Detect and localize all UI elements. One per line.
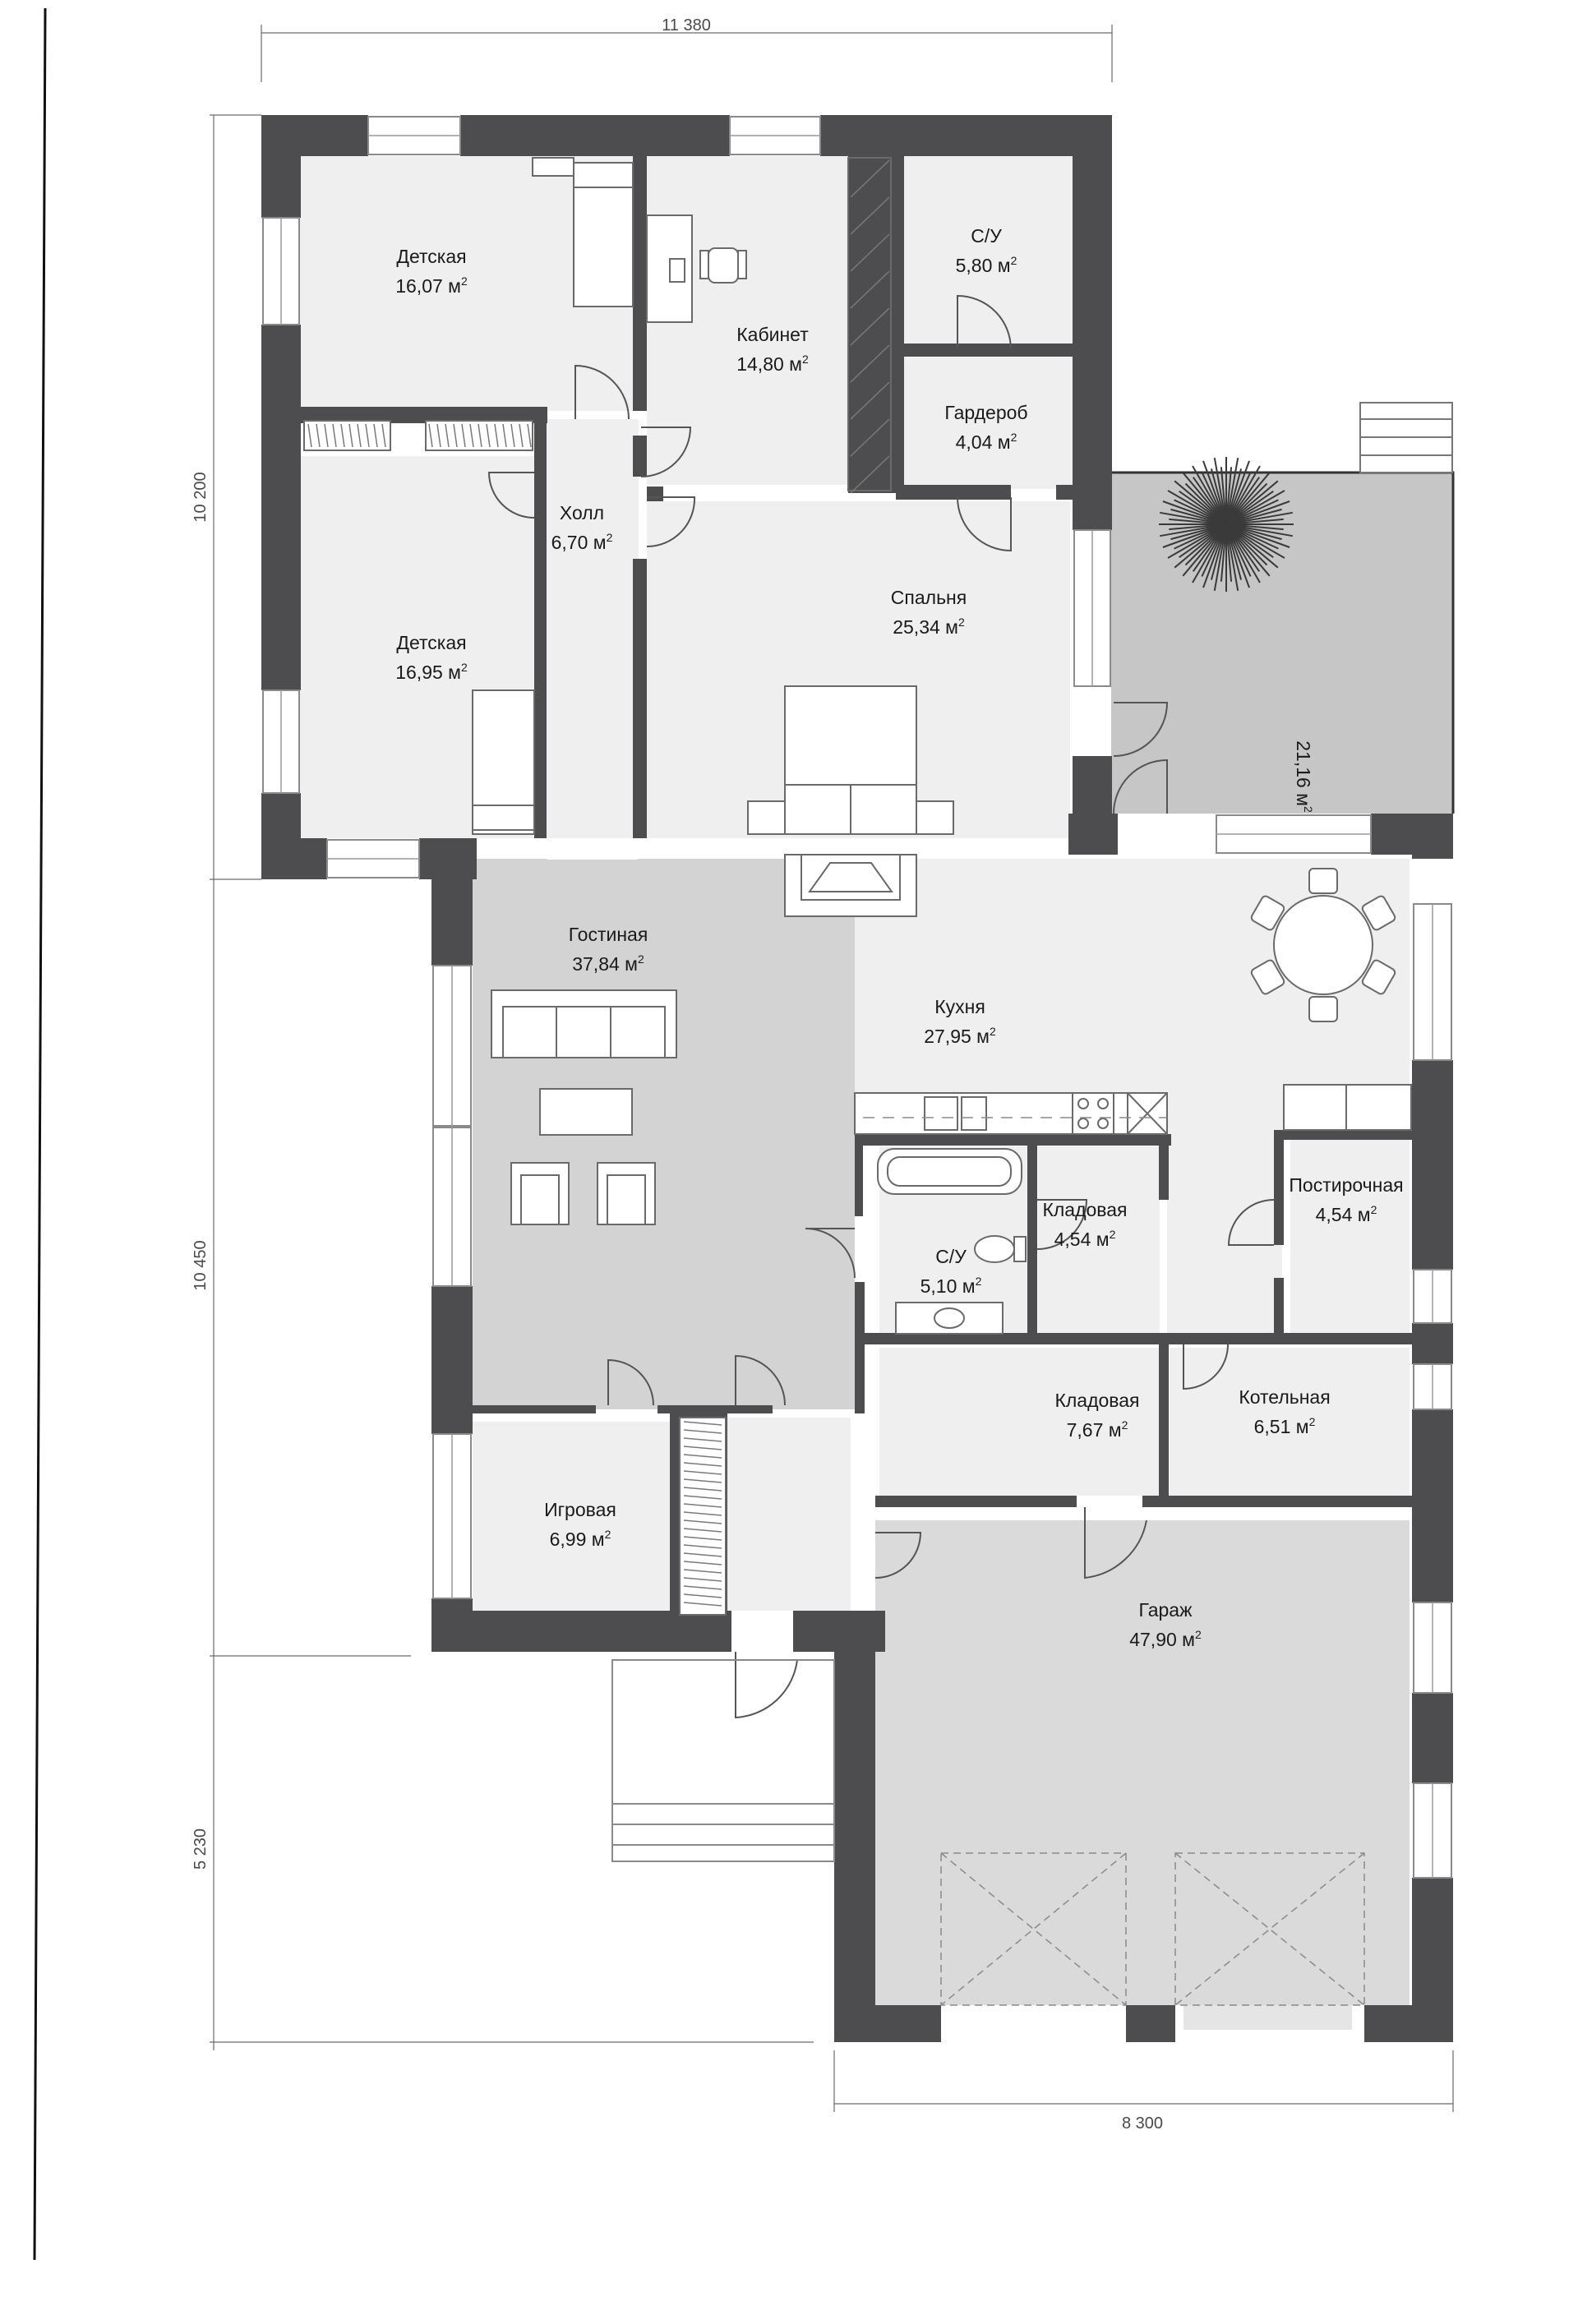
margin-line <box>33 7 47 2261</box>
room-label-garderob: Гардероб 4,04 м2 <box>944 402 1027 453</box>
room-name: Кладовая <box>1042 1199 1127 1220</box>
room-name: С/У <box>971 225 1002 247</box>
room-label-su2: С/У 5,10 м2 <box>920 1246 982 1297</box>
room-name: Кабинет <box>736 324 809 345</box>
room-area: 27,95 м2 <box>924 1025 996 1047</box>
room-area: 6,99 м2 <box>550 1528 611 1550</box>
room-label-kuhnya: Кухня 27,95 м2 <box>924 996 996 1047</box>
room-name: Игровая <box>544 1499 616 1520</box>
wardrobe-hatching <box>307 159 890 1607</box>
chair-icon <box>1361 895 1396 931</box>
room-area: 37,84 м2 <box>572 952 644 975</box>
room-label-detskaya2: Детская 16,95 м2 <box>395 632 468 683</box>
window-glass-lines <box>280 135 1433 1878</box>
washer-icon <box>1283 1084 1412 1131</box>
doors <box>487 294 1275 1719</box>
room-label-kladovaya1: Кладовая 4,54 м2 <box>1042 1199 1127 1250</box>
room-area: 6,51 м2 <box>1254 1415 1316 1437</box>
chair-icon <box>1308 868 1338 894</box>
room-label-detskaya1: Детская 16,07 м2 <box>395 246 468 297</box>
plant-icon <box>1159 457 1294 592</box>
room-label-su1: С/У 5,80 м2 <box>956 225 1017 276</box>
room-area: 5,80 м2 <box>956 254 1017 276</box>
room-area: 4,54 м2 <box>1316 1203 1377 1225</box>
room-name: Кухня <box>934 996 985 1017</box>
room-name: Детская <box>396 246 466 267</box>
stove-icon <box>1072 1092 1114 1135</box>
furniture <box>303 157 1412 1616</box>
entrance-steps <box>611 1659 835 1862</box>
chair-icon <box>1361 959 1396 995</box>
room-area: 14,80 м2 <box>736 353 809 375</box>
room-area: 21,16 м2 <box>1293 740 1315 813</box>
wardrobe-icon <box>679 1417 727 1616</box>
room-label-postirochnaya: Постирочная 4,54 м2 <box>1289 1174 1403 1225</box>
room-name: Котельная <box>1239 1386 1330 1408</box>
room-label-holl: Холл 6,70 м2 <box>551 502 613 553</box>
room-name: Детская <box>396 632 466 653</box>
dim-top: 11 380 <box>662 16 711 35</box>
chair-icon <box>1308 996 1338 1022</box>
room-label-kladovaya2: Кладовая 7,67 м2 <box>1054 1390 1139 1441</box>
room-floors <box>300 156 1452 2030</box>
toilet-icon <box>974 1235 1015 1263</box>
room-area: 5,10 м2 <box>920 1275 982 1297</box>
dining-chairs <box>1250 868 1396 1022</box>
room-name: Гостиная <box>569 924 648 945</box>
kitchen-counter <box>854 1092 1168 1135</box>
door-openings <box>547 814 1212 1652</box>
room-name: С/У <box>935 1246 967 1267</box>
room-area: 7,67 м2 <box>1067 1418 1128 1441</box>
room-area: 4,04 м2 <box>956 431 1017 453</box>
room-area: 16,07 м2 <box>395 274 468 297</box>
room-label-igrovaya: Игровая 6,99 м2 <box>544 1499 616 1550</box>
dining-table-icon <box>1273 895 1373 995</box>
room-area: 47,90 м2 <box>1129 1628 1202 1650</box>
room-label-gostinaya: Гостиная 37,84 м2 <box>569 924 648 975</box>
terrace <box>1112 402 1455 814</box>
dim-left-lower: 5 230 <box>191 1828 210 1870</box>
room-label-kabinet: Кабинет 14,80 м2 <box>736 324 809 375</box>
room-label-terrace: 21,16 м2 <box>1293 740 1315 813</box>
chair-icon <box>708 247 739 284</box>
room-area: 6,70 м2 <box>551 531 613 553</box>
room-label-spalnya: Спальня 25,34 м2 <box>891 587 967 638</box>
room-labels: Детская 16,07 м2 Кабинет 14,80 м2 С/У 5,80 м2… <box>395 225 1403 1650</box>
room-area: 4,54 м2 <box>1054 1228 1116 1250</box>
room-label-kotelnaya: Котельная 6,51 м2 <box>1239 1386 1330 1437</box>
dim-left-upper: 10 200 <box>191 472 210 522</box>
room-name: Холл <box>560 502 604 523</box>
room-name: Кладовая <box>1054 1390 1139 1411</box>
room-label-garazh: Гараж 47,90 м2 <box>1129 1599 1202 1650</box>
chair-icon <box>1250 895 1285 931</box>
room-area: 16,95 м2 <box>395 661 468 683</box>
walls <box>261 115 1453 2042</box>
garage-gates <box>940 1852 1365 2006</box>
room-area: 25,34 м2 <box>893 616 965 638</box>
chair-icon <box>1250 959 1285 995</box>
room-name: Гараж <box>1139 1599 1193 1621</box>
dimension-lines <box>210 25 1454 2112</box>
wardrobe-icon <box>847 157 892 491</box>
dim-left-middle: 10 450 <box>191 1240 210 1290</box>
room-name: Спальня <box>891 587 967 608</box>
room-name: Постирочная <box>1289 1174 1403 1196</box>
room-name: Гардероб <box>944 402 1027 423</box>
dim-bottom: 8 300 <box>1122 2114 1163 2133</box>
table-icon <box>539 1088 633 1136</box>
